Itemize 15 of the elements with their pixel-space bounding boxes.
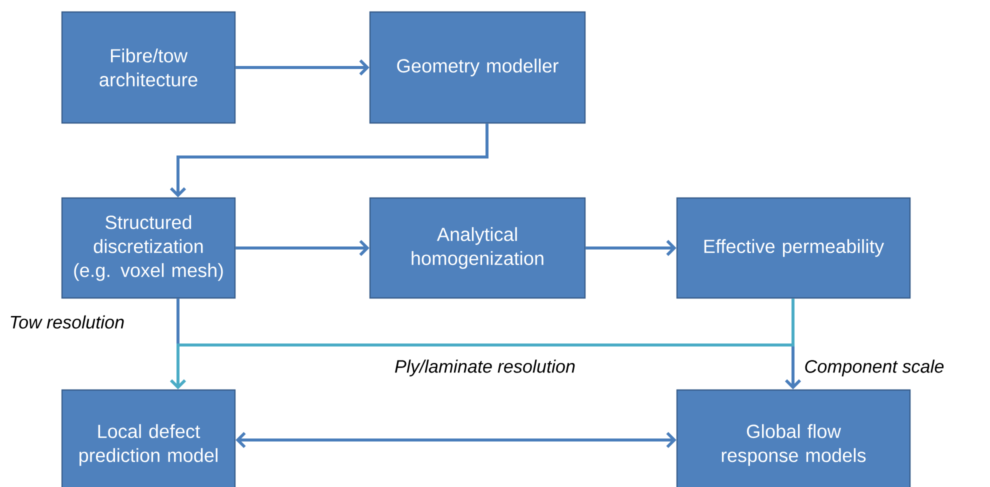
- scale-label: Tow resolution: [10, 315, 124, 329]
- arrow: [236, 240, 370, 256]
- process-box: Local defect prediction model: [61, 389, 236, 487]
- scale-label: Component scale: [805, 360, 944, 376]
- arrow: [236, 432, 676, 448]
- arrow: [236, 59, 370, 76]
- process-box: Analytical homogenization: [369, 197, 586, 299]
- process-box: Geometry modeller: [369, 11, 586, 124]
- arrow: [170, 124, 488, 198]
- process-box: Effective permeability: [676, 197, 911, 299]
- process-box: Structured discretization (e.g. voxel mesh): [61, 197, 236, 299]
- process-box: Global flow response models: [676, 389, 911, 487]
- scale-label: Ply/laminate resolution: [395, 360, 575, 376]
- arrow: [586, 240, 676, 256]
- process-box: Fibre/tow architecture: [61, 11, 236, 124]
